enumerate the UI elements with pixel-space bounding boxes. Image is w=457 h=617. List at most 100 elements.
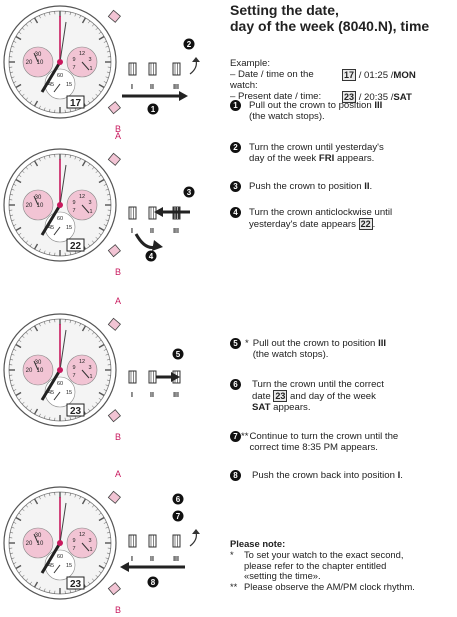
rotate-arrow-icon-head xyxy=(192,57,200,62)
note-item-1: * To set your watch to the exact second,… xyxy=(230,550,455,582)
position-label-i: I xyxy=(131,228,133,235)
step-6: 6 Turn the crown until the correct date … xyxy=(230,379,452,413)
position-label-iii: III xyxy=(173,556,179,563)
label-a: A xyxy=(115,131,121,141)
note-text: To set your watch to the exact second, xyxy=(244,550,403,561)
crown-icon xyxy=(149,535,156,547)
title-line-2: day of the week (8040.N), time xyxy=(230,18,457,34)
step-text: (the watch stops). xyxy=(249,111,452,122)
step-number: 4 xyxy=(230,207,241,218)
example-heading: Example: xyxy=(230,58,455,69)
position-label-i: I xyxy=(131,84,133,91)
example-watch-date: 17 xyxy=(342,69,356,81)
subdial-label: 1 xyxy=(89,547,92,553)
label-a: A xyxy=(115,296,121,306)
crown-icon xyxy=(129,535,136,547)
watch-diagrams: 30201012973160451517ABIIIIII213020101297… xyxy=(0,0,230,617)
step-text: . xyxy=(373,219,376,230)
subdial-label: 20 xyxy=(26,368,33,374)
step-1: 1 Pull out the crown to position III (th… xyxy=(230,100,452,122)
step-2: 2 Turn the crown until yesterday's day o… xyxy=(230,142,452,164)
subdial-label: 60 xyxy=(57,554,63,560)
subdial-label: 1 xyxy=(89,209,92,215)
watch-1-date: 17 xyxy=(70,98,82,109)
subdial-label: 20 xyxy=(26,203,33,209)
step-text: Push the crown to position xyxy=(249,181,362,192)
watch-1-center xyxy=(57,59,63,65)
subdial-label: 15 xyxy=(66,82,72,88)
subdial-label: 7 xyxy=(72,373,75,379)
label-a: A xyxy=(115,469,121,479)
example-row-watch-label: – Date / time on the watch: xyxy=(230,69,342,91)
rotate-arrow-icon-head xyxy=(192,529,200,534)
subdial-label: 9 xyxy=(72,538,75,544)
step-marker: 1 xyxy=(151,105,156,114)
step-text: . xyxy=(370,181,373,192)
position-label-ii: II xyxy=(150,556,154,563)
day-of-week: FRI xyxy=(319,153,334,164)
step-text: Turn the crown until the correct xyxy=(252,379,452,390)
step-marker: 5 xyxy=(176,350,181,359)
example-block: Example: – Date / time on the watch: 17 … xyxy=(230,58,455,103)
position-label-ii: II xyxy=(150,84,154,91)
position-label-ii: II xyxy=(150,228,154,235)
subdial-label: 15 xyxy=(66,563,72,569)
crown-position: III xyxy=(374,100,382,111)
subdial-label: 1 xyxy=(89,374,92,380)
step-number: 6 xyxy=(230,379,241,390)
subdial-label: 9 xyxy=(72,365,75,371)
position-label-i: I xyxy=(131,392,133,399)
footnote-mark: * xyxy=(245,338,249,360)
subdial-label: 15 xyxy=(66,390,72,396)
step-text: Continue to turn the crown until the xyxy=(249,431,452,442)
subdial-label: 60 xyxy=(57,216,63,222)
step-text: . xyxy=(400,470,403,481)
step-text: Pull out the crown to position xyxy=(253,338,376,349)
crown-icon xyxy=(129,63,136,75)
subdial-label: 7 xyxy=(72,65,75,71)
crown-icon xyxy=(173,63,180,75)
note-item-2: ** Please observe the AM/PM clock rhythm… xyxy=(230,582,455,593)
watch-1-pusher-b xyxy=(108,102,120,114)
push-arrow-icon-head xyxy=(120,562,129,572)
step-text: Push the crown back into position xyxy=(252,470,395,481)
subdial-label: 9 xyxy=(72,200,75,206)
example-watch-day: MON xyxy=(393,70,415,81)
step-marker: 3 xyxy=(187,188,192,197)
subdial-label: 3 xyxy=(88,200,91,206)
crown-icon xyxy=(173,535,180,547)
step-marker: 4 xyxy=(149,252,154,261)
watch-2-pusher-a xyxy=(108,153,120,165)
subdial-label: 15 xyxy=(66,225,72,231)
step-text: and day of the week xyxy=(290,391,376,402)
subdial-label: 12 xyxy=(79,194,85,200)
step-marker: 2 xyxy=(187,40,192,49)
pull-arrow-icon-head xyxy=(179,91,188,101)
subdial-label: 20 xyxy=(26,541,33,547)
subdial-label: 3 xyxy=(88,538,91,544)
crown-icon xyxy=(129,207,136,219)
watch-4-center xyxy=(57,540,63,546)
crown-icon xyxy=(149,207,156,219)
subdial-label: 12 xyxy=(79,51,85,57)
watch-2-pusher-b xyxy=(108,245,120,257)
watch-3-pusher-a xyxy=(108,318,120,330)
step-number: 1 xyxy=(230,100,241,111)
anticlockwise-arrow-head xyxy=(152,240,163,251)
subdial-label: 7 xyxy=(72,546,75,552)
step-marker: 8 xyxy=(151,578,156,587)
watch-4-pusher-b xyxy=(108,583,120,595)
step-text: correct time 8:35 PM appears. xyxy=(249,442,452,453)
watch-3-center xyxy=(57,367,63,373)
step-number: 8 xyxy=(230,470,241,481)
watch-2-center xyxy=(57,202,63,208)
rotate-arrow-icon xyxy=(190,532,196,546)
position-label-iii: III xyxy=(173,392,179,399)
label-b: B xyxy=(115,605,121,615)
label-b: B xyxy=(115,267,121,277)
subdial-label: 20 xyxy=(26,60,33,66)
step-marker: 6 xyxy=(176,495,181,504)
step-text: date xyxy=(252,391,271,402)
step-3: 3 Push the crown to position II. xyxy=(230,181,452,192)
position-label-ii: II xyxy=(150,392,154,399)
